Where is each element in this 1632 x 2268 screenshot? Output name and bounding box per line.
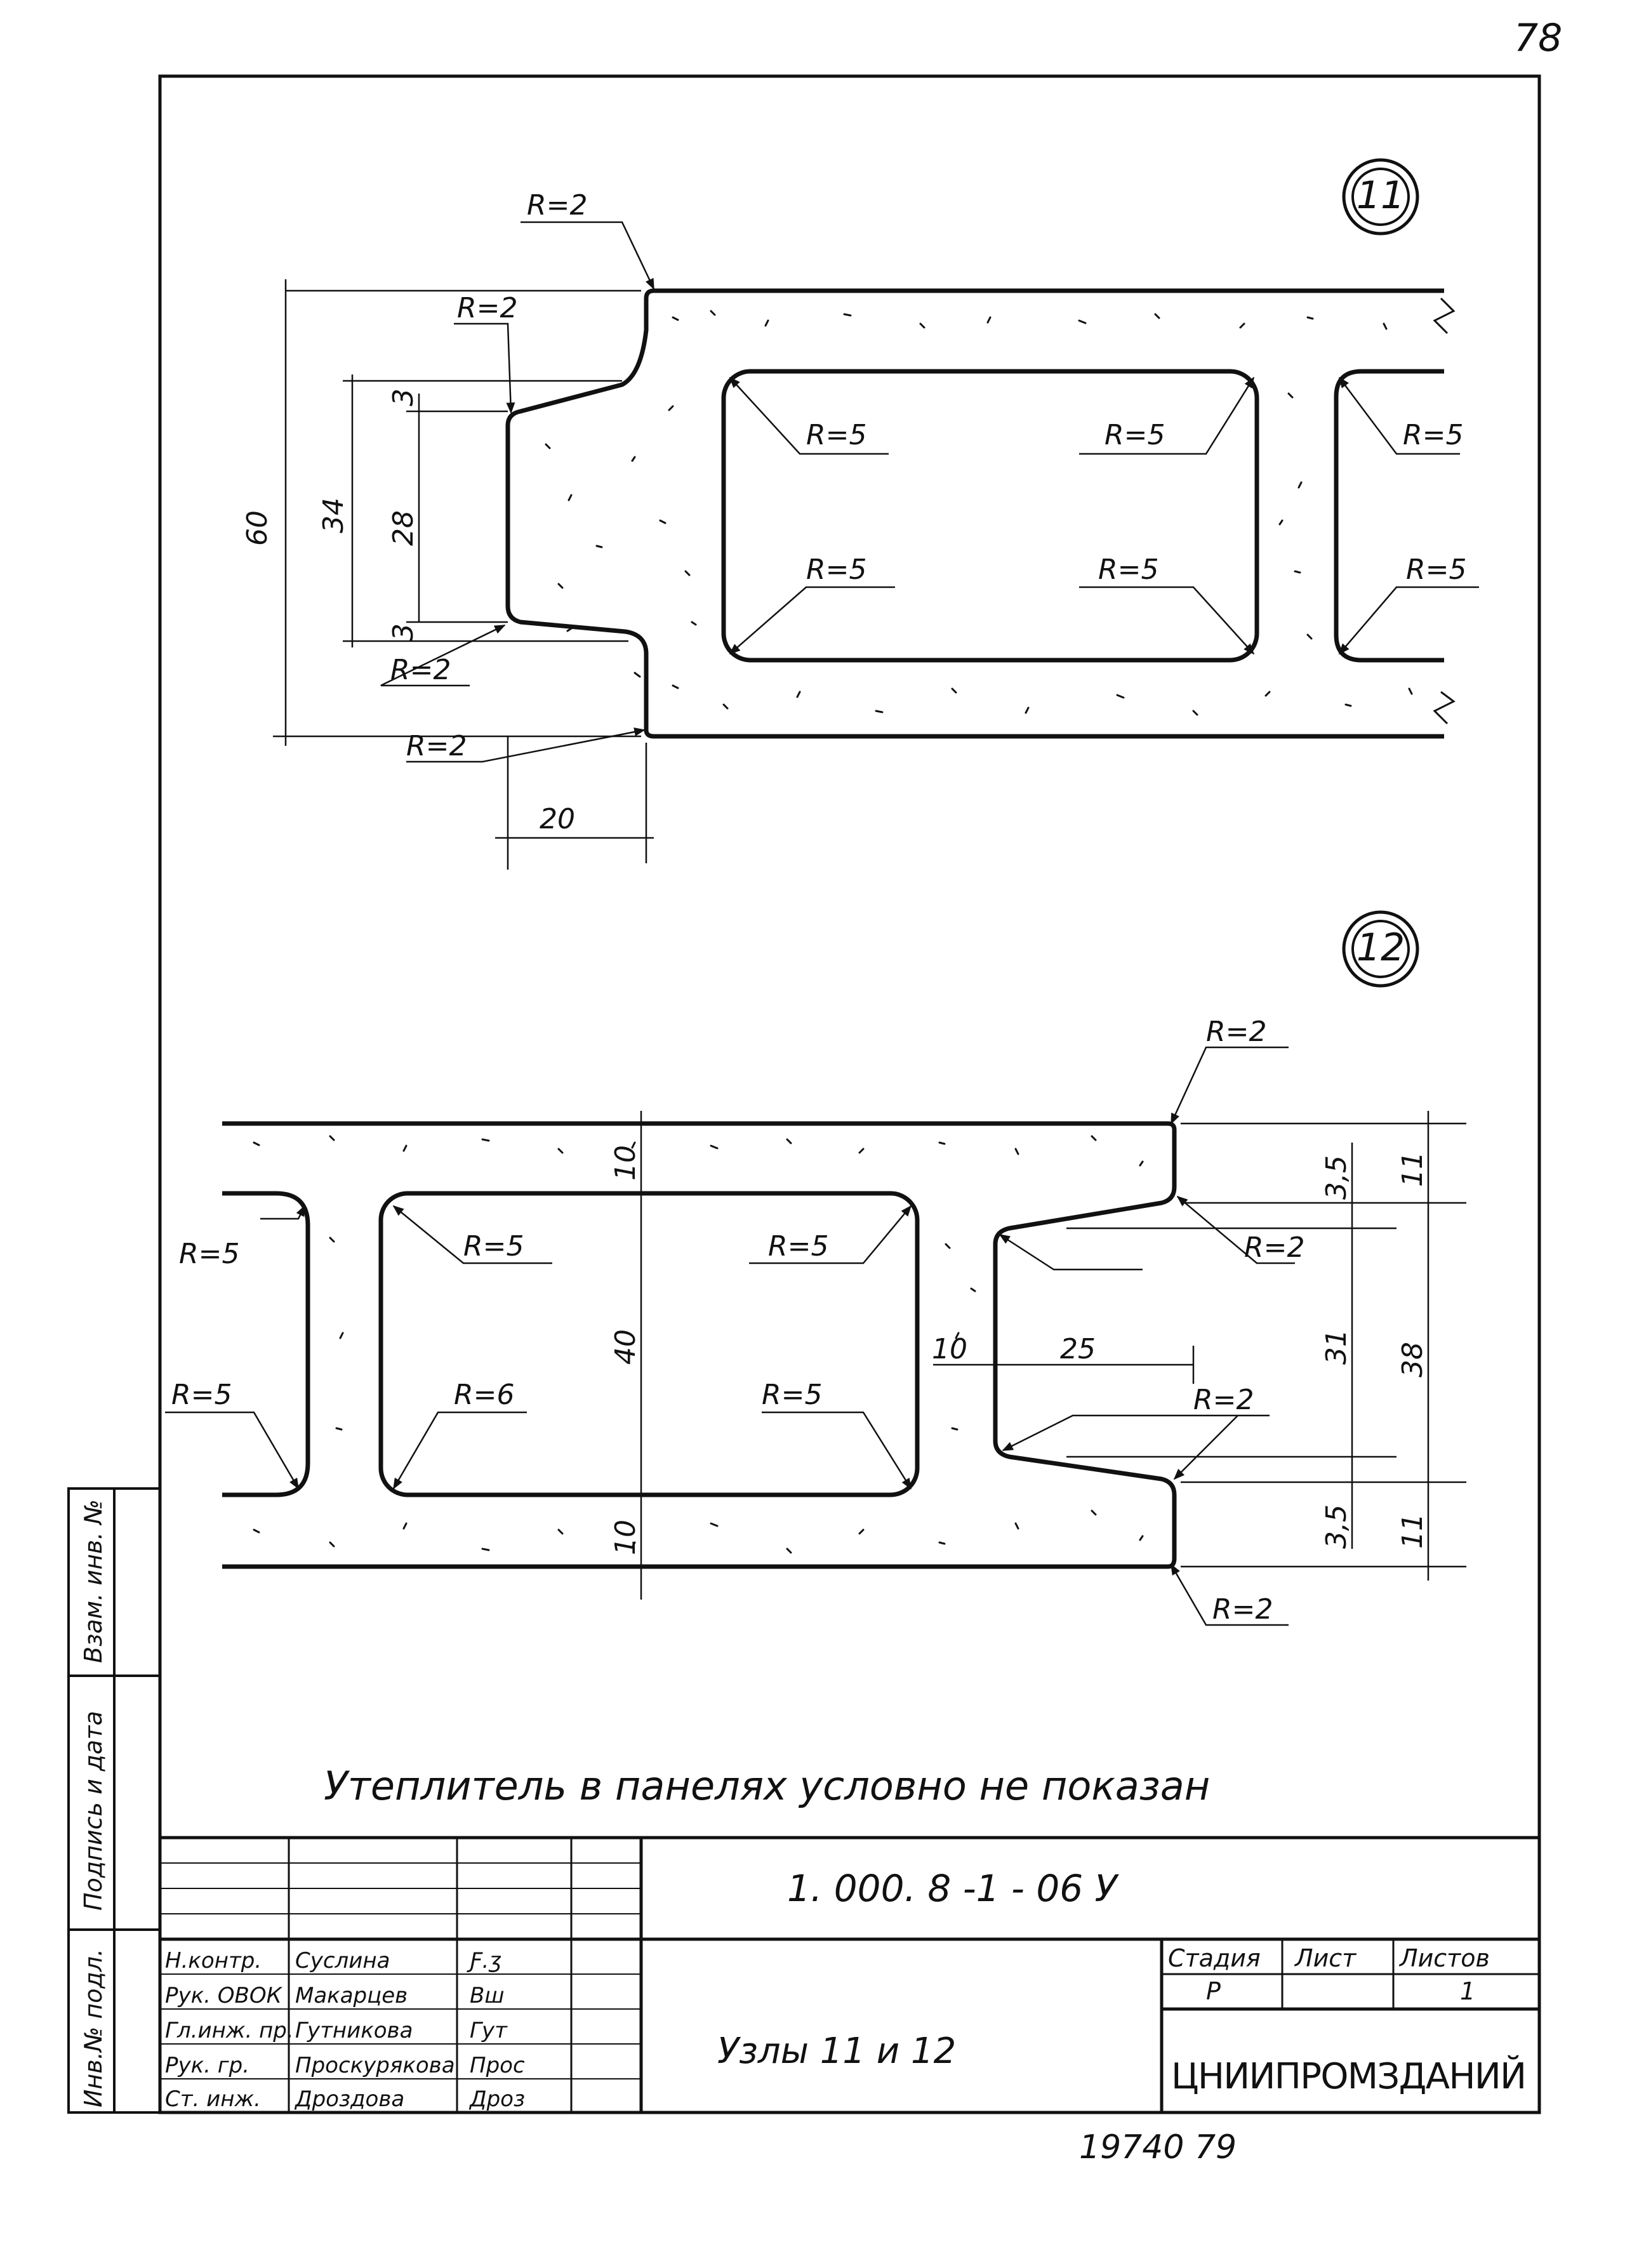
stage-header: Стадия [1168, 1944, 1261, 1972]
radius-12-void-bl: R=6 [454, 1379, 514, 1411]
radius-11-groove-top: R=2 [457, 292, 517, 324]
drawing-title: Узлы 11 и 12 [717, 2031, 956, 2072]
signature-role-5: Ст. инж. [165, 2086, 261, 2112]
dim-11-chamfer-bottom: 3 [387, 623, 420, 641]
signature-role-1: Н.контр. [165, 1948, 262, 1973]
radius-12-side-top: R=5 [179, 1238, 239, 1270]
radius-11-groove-bottom: R=2 [390, 654, 451, 686]
signature-mark-1: Ƒ.ʒ [467, 1948, 501, 1973]
node-12-label: 12 [1357, 925, 1405, 970]
dim-12-edge-top: 11 [1396, 1151, 1429, 1187]
organization: ЦНИИПРОМЗДАНИЙ [1171, 2055, 1527, 2097]
signature-mark-4: Прос [470, 2053, 525, 2078]
radius-11-void-tl: R=5 [806, 419, 866, 451]
node-11-label: 11 [1357, 173, 1405, 218]
dim-12-chamfer-bottom: 3,5 [1320, 1504, 1353, 1549]
node-12-dimension-lines [640, 1111, 1466, 1600]
node-11-dimension-lines [273, 279, 654, 870]
signature-mark-5: Дроз [468, 2086, 525, 2112]
dim-12-edge-bottom: 11 [1396, 1513, 1429, 1549]
node-11-break-bottom [1433, 691, 1456, 725]
signature-name-3: Гутникова [295, 2018, 413, 2043]
side-stamp-original-number: Инв.№ подл. [79, 1949, 107, 2107]
radius-11-void-br: R=5 [1098, 554, 1158, 586]
radius-12-slot-bottom: R=2 [1193, 1384, 1254, 1416]
node-11-marker-inner [1351, 168, 1410, 226]
signature-name-2: Макарцев [295, 1983, 408, 2008]
dim-12-void-height: 40 [609, 1329, 642, 1365]
signature-name-4: Проскурякова [295, 2053, 455, 2078]
sheet-header: Лист [1294, 1944, 1357, 1972]
node-11-concrete-hatch [545, 310, 1413, 716]
radius-11-side-top: R=5 [1403, 419, 1463, 451]
node-11-void-main [721, 369, 1259, 663]
stage-value: Р [1206, 1977, 1221, 2005]
dim-11-groove-outer: 34 [317, 498, 350, 533]
node-12-void-side [222, 1191, 310, 1497]
dim-11-tongue-depth: 20 [540, 803, 575, 835]
dim-11-groove-inner: 28 [387, 510, 420, 546]
drawing-frame [158, 74, 1541, 2114]
side-stamp [67, 1487, 161, 2114]
node-11-break-top [1433, 297, 1456, 335]
dim-12-web: 10 [932, 1333, 967, 1365]
sheets-header: Листов [1398, 1944, 1490, 1972]
node-12-concrete-hatch [253, 1135, 1144, 1554]
signature-mark-3: Гут [470, 2018, 508, 2043]
dim-12-wall-top: 10 [609, 1145, 642, 1181]
radius-11-bottom-corner: R=2 [406, 730, 467, 762]
document-code: 1. 000. 8 -1 - 06 У [787, 1867, 1120, 1910]
node-11: 11 6 [241, 158, 1479, 870]
sheets-value: 1 [1460, 1977, 1475, 2005]
signature-name-5: Дроздова [294, 2086, 404, 2112]
radius-12-void-tl: R=5 [463, 1230, 524, 1263]
dim-12-wall-bottom: 10 [609, 1520, 642, 1555]
node-12-panel-outline [222, 1121, 1177, 1569]
radius-11-void-bl: R=5 [806, 554, 866, 586]
node-12: 12 10 10 40 10 [165, 910, 1466, 1626]
dim-12-chamfer-top: 3,5 [1320, 1155, 1353, 1200]
radius-12-void-br: R=5 [762, 1379, 822, 1411]
radius-12-bottom-corner: R=2 [1212, 1593, 1273, 1626]
dim-11-height: 60 [241, 510, 274, 546]
node-11-radius-leaders [380, 221, 1479, 763]
radius-12-slot-top: R=2 [1244, 1231, 1304, 1264]
radius-11-side-bottom: R=5 [1406, 554, 1466, 586]
dim-12-slot-depth: 25 [1060, 1333, 1096, 1365]
node-11-void-side [1334, 369, 1444, 663]
side-stamp-replacement: Взам. инв. № [79, 1499, 107, 1663]
node-12-marker-outer [1342, 910, 1419, 988]
radius-11-void-tr: R=5 [1105, 419, 1165, 451]
node-11-panel-outline [505, 288, 1444, 739]
node-11-marker-outer [1342, 158, 1419, 235]
title-block-grid [160, 1836, 1539, 2112]
archive-number: 19740 79 [1079, 2128, 1237, 2166]
dim-12-slot-outer: 38 [1396, 1342, 1429, 1377]
node-12-void-main [378, 1191, 920, 1497]
radius-12-void-tr: R=5 [768, 1230, 828, 1263]
radius-12-top-corner: R=2 [1206, 1016, 1266, 1048]
signature-role-4: Рук. гр. [165, 2053, 249, 2078]
signature-name-1: Суслина [295, 1948, 390, 1973]
radius-11-top-corner: R=2 [527, 189, 587, 222]
note-text: Утеплитель в панелях условно не показан [324, 1763, 1210, 1809]
dim-11-chamfer-top: 3 [387, 388, 420, 406]
dim-12-slot-inner: 31 [1320, 1329, 1353, 1365]
signature-role-2: Рук. ОВОК [165, 1983, 283, 2008]
node-12-marker-inner [1351, 920, 1410, 978]
signature-role-3: Гл.инж. пр. [165, 2018, 294, 2043]
signature-mark-2: Вш [470, 1983, 504, 2008]
side-stamp-signature-date: Подпись и дата [79, 1711, 107, 1911]
radius-12-side-bottom: R=5 [171, 1379, 232, 1411]
node-12-radius-leaders [165, 1046, 1295, 1626]
page-number: 78 [1514, 16, 1562, 60]
